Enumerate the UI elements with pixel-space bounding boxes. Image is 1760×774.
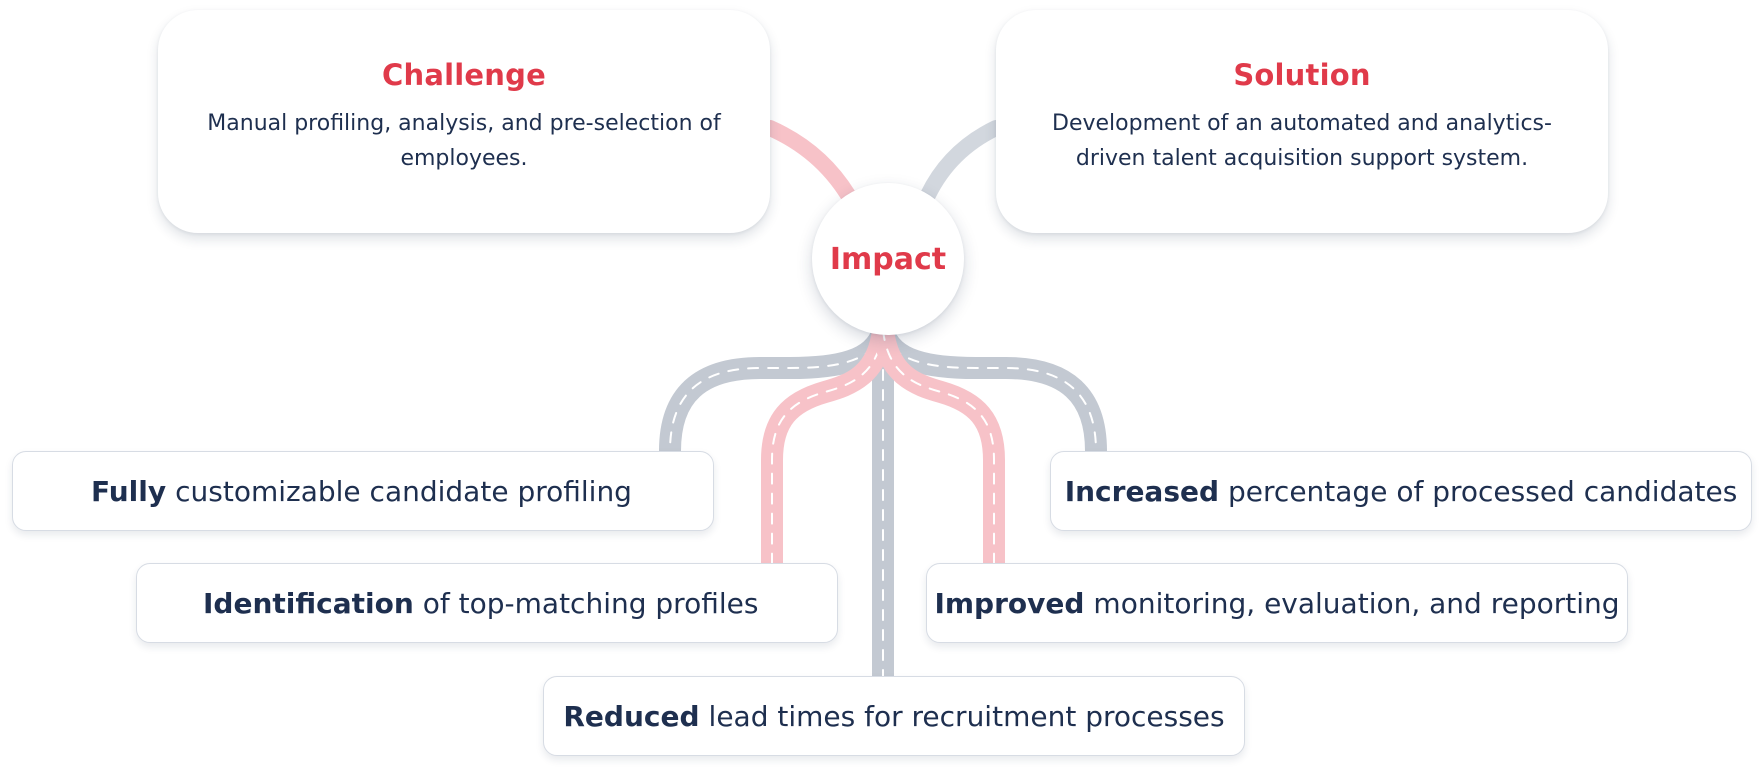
road-increased xyxy=(872,319,1107,462)
challenge-connector xyxy=(762,120,856,203)
challenge-title: Challenge xyxy=(382,58,546,92)
outcome-keyword: Reduced xyxy=(563,699,700,733)
challenge-card: Challenge Manual profiling, analysis, an… xyxy=(158,10,770,233)
challenge-text: Manual profiling, analysis, and pre-sele… xyxy=(207,111,721,171)
outcome-text: customizable candidate profiling xyxy=(175,474,632,508)
outcome-keyword: Fully xyxy=(91,474,167,508)
outcome-fully: Fully customizable candidate profiling xyxy=(12,451,714,531)
outcome-increased: Increased percentage of processed candid… xyxy=(1050,451,1752,531)
road-fully xyxy=(659,319,894,462)
outcome-text: percentage of processed candidates xyxy=(1228,474,1738,508)
outcome-text: of top-matching profiles xyxy=(422,586,759,620)
outcome-keyword: Improved xyxy=(934,586,1085,620)
outcome-text: monitoring, evaluation, and reporting xyxy=(1093,586,1620,620)
impact-hub: Impact xyxy=(812,183,964,335)
outcome-text: lead times for recruitment processes xyxy=(708,699,1225,733)
solution-card: Solution Development of an automated and… xyxy=(996,10,1608,233)
outcome-identification: Identification of top-matching profiles xyxy=(136,563,838,643)
outcome-keyword: Increased xyxy=(1064,474,1220,508)
outcome-reduced: Reduced lead times for recruitment proce… xyxy=(543,676,1245,756)
solution-text: Development of an automated and analytic… xyxy=(1052,111,1552,171)
impact-label: Impact xyxy=(829,241,947,277)
outcome-keyword: Identification xyxy=(203,586,414,620)
solution-connector xyxy=(920,120,1004,203)
solution-title: Solution xyxy=(1233,58,1371,92)
outcome-improved: Improved monitoring, evaluation, and rep… xyxy=(926,563,1628,643)
